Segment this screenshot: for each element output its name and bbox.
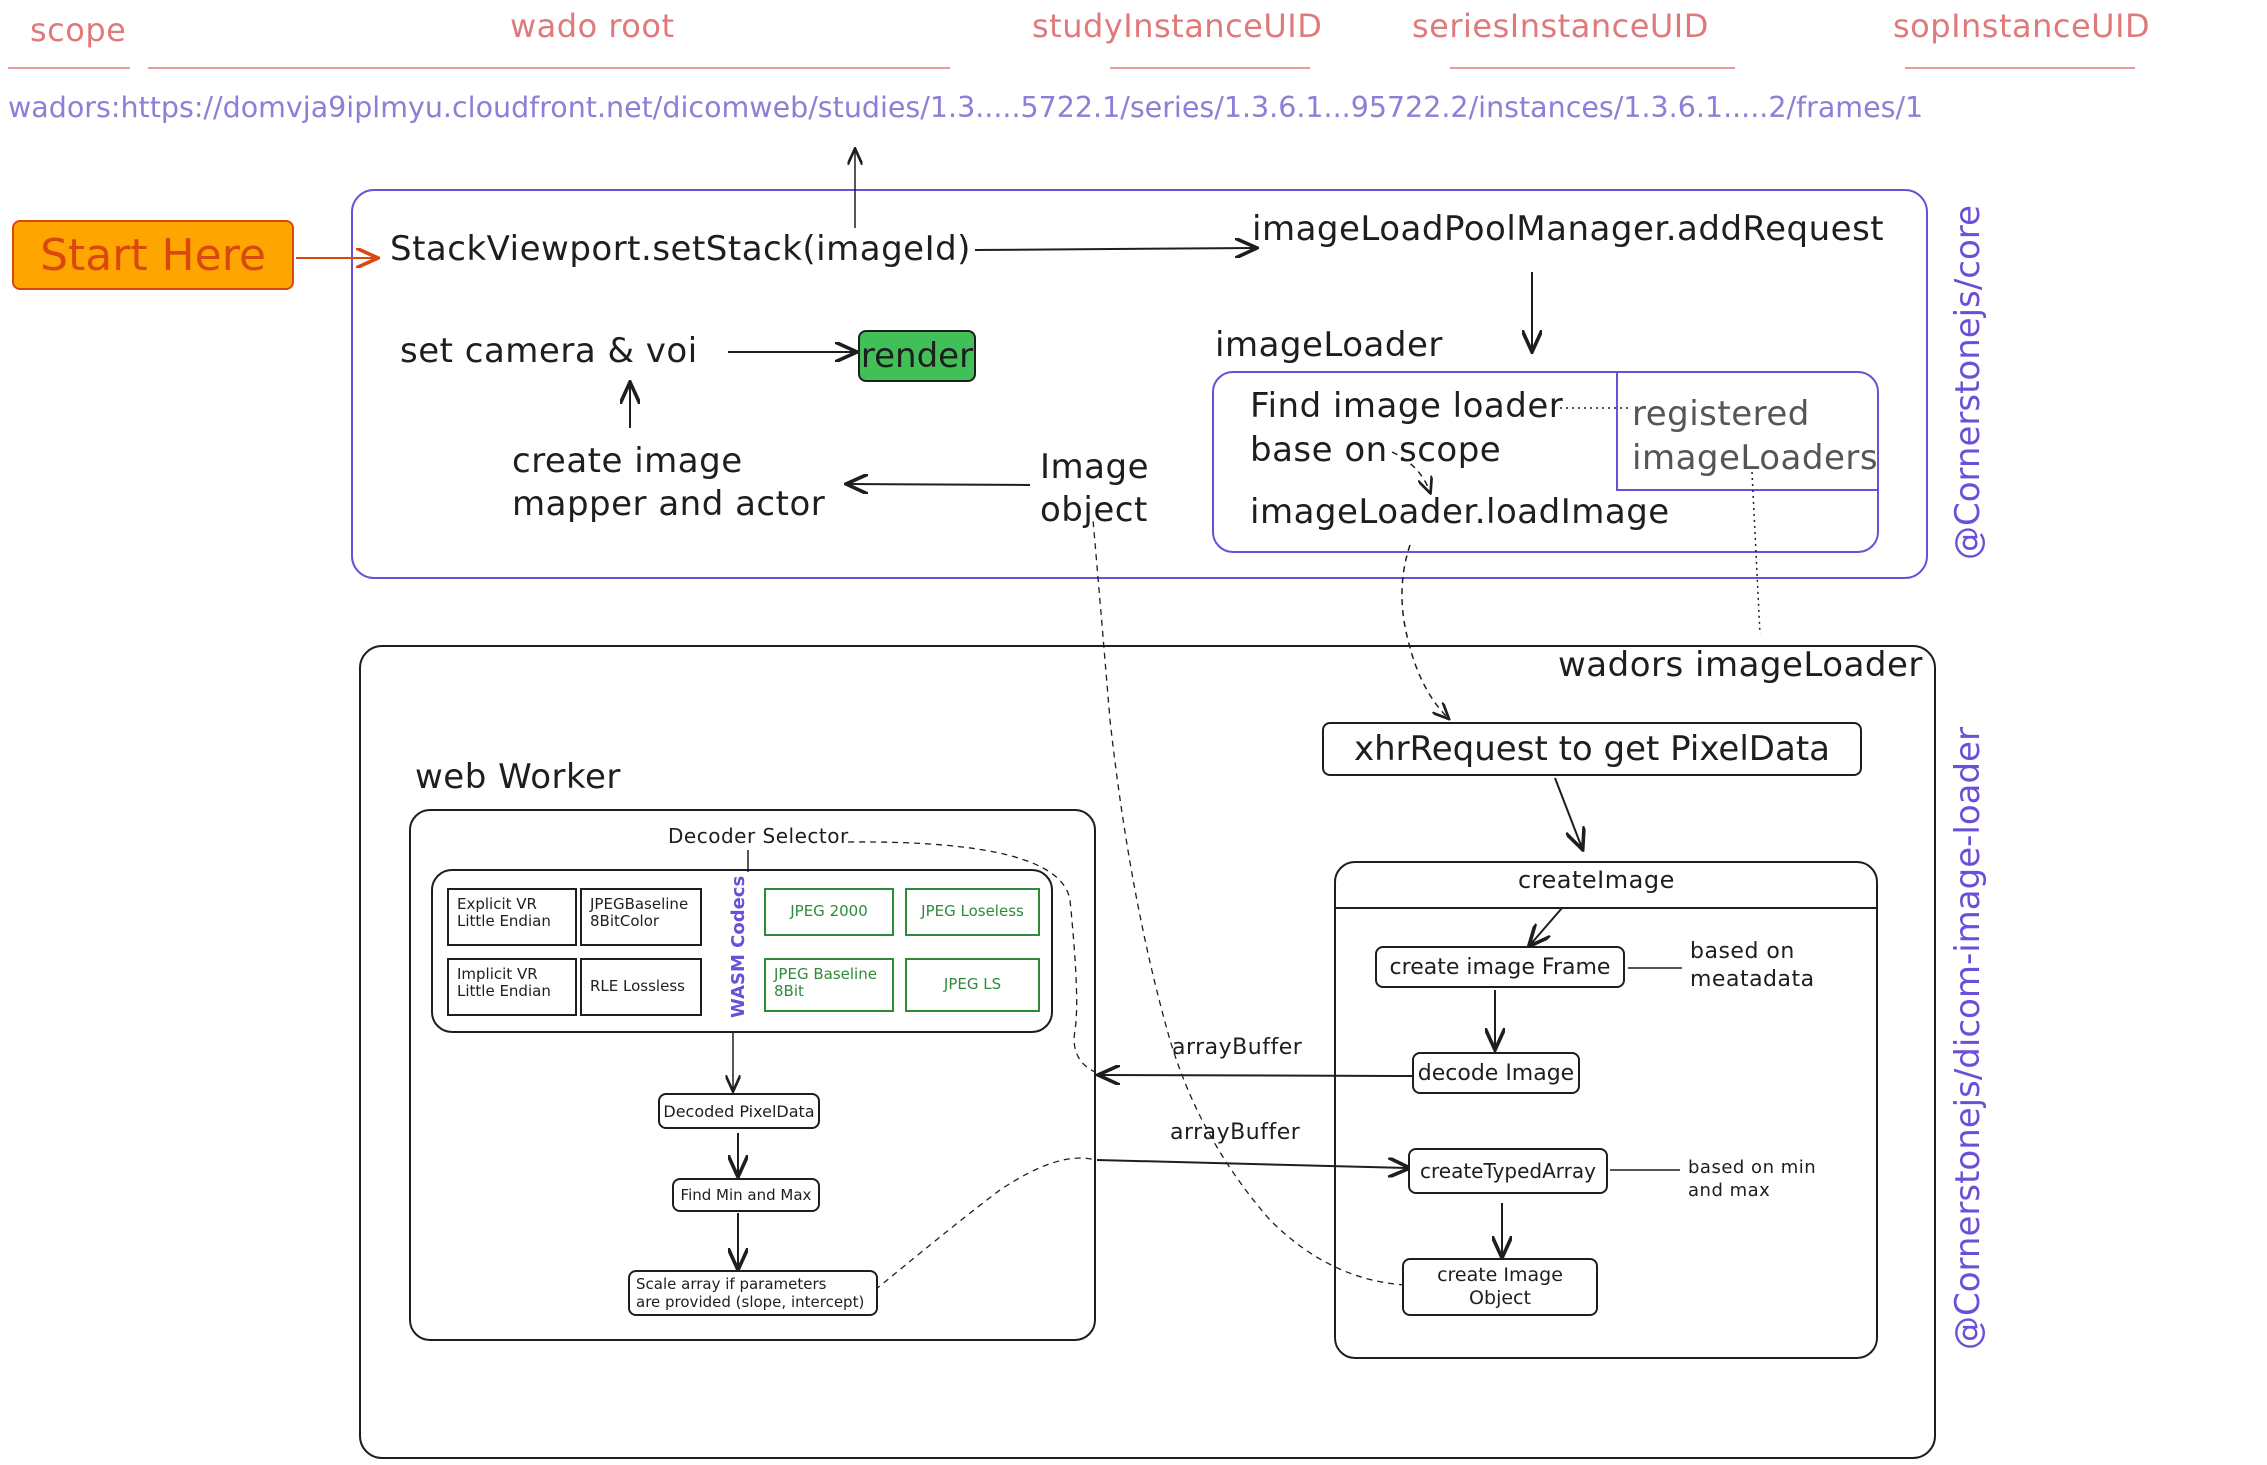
- codec-explicit-vr-line2: Little Endian: [457, 912, 551, 931]
- create-mapper-line1: create image: [512, 441, 743, 481]
- load-image-label: imageLoader.loadImage: [1250, 492, 1670, 532]
- codec-jpeg-baseline-color: JPEGBaseline 8BitColor: [580, 888, 702, 946]
- codec-jpeg-ls-label: JPEG LS: [943, 975, 1002, 994]
- codec-jpeg-baseline-color-line1: JPEGBaseline: [590, 895, 689, 913]
- set-camera-label: set camera & voi: [400, 331, 698, 371]
- xhr-request-label: xhrRequest to get PixelData: [1354, 729, 1830, 769]
- codec-jpeg-baseline-8bit-line1: JPEG Baseline: [774, 965, 877, 983]
- codec-jpeg-baseline-8bit: JPEG Baseline 8Bit: [764, 958, 894, 1012]
- set-stack-label: StackViewport.setStack(imageId): [390, 229, 971, 269]
- core-package-label: @Cornerstonejs/core: [1948, 205, 1988, 560]
- image-object-line1: Image: [1040, 447, 1149, 487]
- based-on-minmax-note: based on min and max: [1688, 1156, 1816, 1203]
- create-frame-label: create image Frame: [1389, 954, 1611, 980]
- decoded-pixeldata-label: Decoded PixelData: [663, 1101, 815, 1121]
- start-here-node: Start Here: [12, 220, 294, 290]
- create-mapper-line2: mapper and actor: [512, 483, 826, 524]
- image-object-label: Image object: [1040, 446, 1149, 531]
- create-typed-array-node: createTypedArray: [1408, 1148, 1608, 1194]
- codec-jpeg-lossless: JPEG Loseless: [905, 888, 1040, 936]
- create-frame-node: create image Frame: [1375, 946, 1625, 988]
- based-on-metadata-note: based on meatadata: [1690, 938, 1815, 993]
- wasm-codecs-label: WASM Codecs: [728, 875, 749, 1018]
- codec-implicit-vr-line1: Implicit VR: [457, 965, 538, 983]
- find-loader-line2: base on scope: [1250, 430, 1502, 471]
- based-on-metadata-line2: meatadata: [1690, 966, 1815, 992]
- loader-package-label: @Cornerstonejs/dicom-image-loader: [1948, 727, 1988, 1350]
- legend-wado-root: wado root: [510, 7, 675, 45]
- core-container: [351, 189, 1928, 579]
- scale-array-node: Scale array if parameters are provided (…: [628, 1270, 878, 1316]
- legend-study-uid: studyInstanceUID: [1032, 7, 1323, 45]
- find-min-max-node: Find Min and Max: [672, 1178, 820, 1212]
- codec-jpeg2000: JPEG 2000: [764, 888, 894, 936]
- render-node: render: [858, 330, 976, 382]
- decode-image-node: decode Image: [1412, 1052, 1580, 1094]
- registered-line1: registered: [1632, 394, 1810, 434]
- render-label: render: [860, 336, 974, 376]
- create-image-container: [1334, 861, 1878, 1359]
- codec-jpeg2000-label: JPEG 2000: [790, 902, 868, 921]
- start-here-label: Start Here: [40, 229, 266, 281]
- xhr-request-node: xhrRequest to get PixelData: [1322, 722, 1862, 776]
- registered-line2: imageLoaders: [1632, 438, 1879, 479]
- web-worker-title: web Worker: [415, 757, 621, 797]
- codec-explicit-vr-line1: Explicit VR: [457, 895, 537, 913]
- image-loader-title: imageLoader: [1215, 325, 1443, 365]
- codec-jpeg-baseline-8bit-line2: 8Bit: [774, 982, 804, 1001]
- loader-container: [359, 645, 1936, 1459]
- legend-scope: scope: [30, 11, 127, 49]
- web-worker-container: [409, 809, 1096, 1341]
- based-on-minmax-line1: based on min: [1688, 1157, 1817, 1178]
- find-loader-label: Find image loader base on scope: [1250, 384, 1563, 472]
- based-on-minmax-line2: and max: [1688, 1180, 1771, 1202]
- legend-sop-uid: sopInstanceUID: [1893, 7, 2151, 45]
- find-min-max-label: Find Min and Max: [680, 1186, 812, 1204]
- scale-array-line1: Scale array if parameters: [636, 1275, 827, 1293]
- create-image-object-line1: create Image: [1437, 1264, 1563, 1287]
- create-image-object-node: create Image Object: [1402, 1258, 1598, 1316]
- wadors-loader-title: wadors imageLoader: [1558, 645, 1923, 685]
- decoder-selector-label: Decoder Selector: [668, 824, 849, 848]
- decoder-group: [431, 869, 1053, 1033]
- add-request-label: imageLoadPoolManager.addRequest: [1252, 209, 1885, 249]
- create-mapper-label: create image mapper and actor: [512, 440, 825, 525]
- codec-implicit-vr: Implicit VR Little Endian: [447, 958, 577, 1016]
- registered-loaders-label: registered imageLoaders: [1632, 392, 1878, 480]
- codec-rle-label: RLE Lossless: [590, 977, 685, 996]
- wado-url: wadors:https://domvja9iplmyu.cloudfront.…: [8, 91, 1924, 124]
- legend-series-uid: seriesInstanceUID: [1412, 7, 1709, 45]
- scale-array-line2: are provided (slope, intercept): [636, 1293, 865, 1311]
- array-buffer-label-2: arrayBuffer: [1170, 1120, 1301, 1145]
- create-image-title: createImage: [1518, 866, 1675, 894]
- codec-jpeg-lossless-label: JPEG Loseless: [921, 902, 1024, 921]
- create-image-object-line2: Object: [1469, 1287, 1531, 1309]
- create-typed-array-label: createTypedArray: [1420, 1159, 1596, 1183]
- image-loader-container: [1212, 371, 1879, 553]
- codec-jpeg-baseline-color-line2: 8BitColor: [590, 912, 660, 931]
- codec-rle: RLE Lossless: [580, 958, 702, 1016]
- based-on-metadata-line1: based on: [1690, 939, 1795, 964]
- codec-implicit-vr-line2: Little Endian: [457, 982, 551, 1001]
- find-loader-line1: Find image loader: [1250, 386, 1564, 426]
- decode-image-label: decode Image: [1417, 1060, 1575, 1086]
- image-object-line2: object: [1040, 489, 1148, 530]
- array-buffer-label-1: arrayBuffer: [1172, 1035, 1303, 1060]
- codec-jpeg-ls: JPEG LS: [905, 958, 1040, 1012]
- decoded-pixeldata-node: Decoded PixelData: [658, 1093, 820, 1129]
- codec-explicit-vr: Explicit VR Little Endian: [447, 888, 577, 946]
